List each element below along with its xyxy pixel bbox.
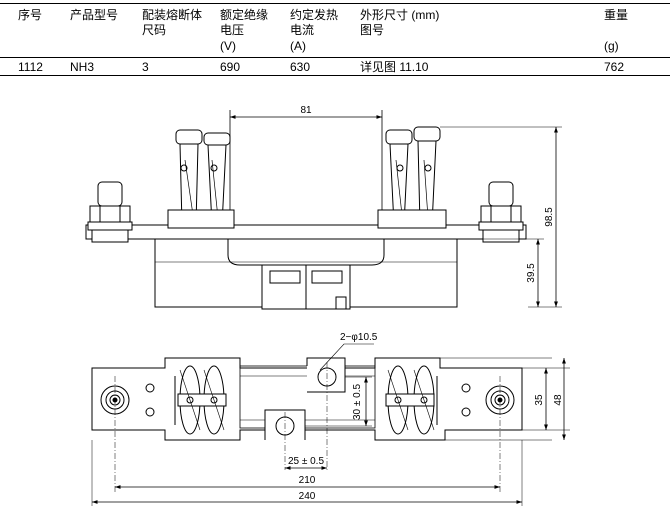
dim-len-210: 210: [299, 475, 316, 486]
left-terminal-bolt: [87, 181, 133, 243]
dim-height-base: 39.5: [526, 263, 537, 283]
header-body-size-2: 尺码: [142, 23, 167, 37]
dim-hole: 2−φ10.5: [340, 332, 378, 343]
table-header-rule: [0, 57, 670, 58]
plan-dimensions: [91, 343, 570, 506]
cell-model: NH3: [70, 60, 95, 74]
front-view: [85, 110, 527, 310]
fuse-base-drawing: 81 98.5 39.5: [85, 105, 570, 506]
left-contact: [167, 129, 235, 229]
dim-vert-30: 30 ± 0.5: [352, 384, 363, 421]
cell-body-size: 3: [142, 60, 149, 74]
header-no: 序号: [18, 8, 43, 22]
front-dimensions: [230, 115, 562, 308]
header-dims-1: 外形尺寸 (mm): [360, 8, 440, 22]
front-base-plate: [85, 224, 527, 240]
dim-height-total: 98.5: [544, 207, 555, 227]
dim-width-48: 48: [553, 394, 564, 406]
dim-top-width: 81: [300, 105, 312, 116]
plan-view: [91, 357, 523, 441]
cell-current: 630: [290, 60, 311, 74]
center-lines: [114, 362, 501, 492]
cell-voltage: 690: [220, 60, 241, 74]
header-current-1: 约定发热: [290, 8, 339, 22]
header-current-unit: (A): [290, 39, 306, 53]
dim-width-35: 35: [534, 394, 545, 406]
right-contact: [377, 126, 447, 229]
dim-horiz-25: 25 ± 0.5: [288, 456, 325, 467]
table-bottom-rule: [0, 75, 670, 76]
header-voltage-unit: (V): [220, 39, 236, 53]
header-model: 产品型号: [70, 8, 119, 22]
cell-weight: 762: [604, 60, 625, 74]
dim-len-240: 240: [299, 491, 316, 502]
table-top-rule: [0, 3, 670, 4]
left-contact-plan: [177, 365, 227, 435]
header-weight-unit: (g): [604, 39, 619, 53]
header-body-size-1: 配装熔断体: [142, 8, 203, 22]
cell-no: 1112: [18, 60, 43, 74]
header-voltage-1: 额定绝缘: [220, 8, 269, 22]
header-voltage-2: 电压: [220, 23, 245, 37]
header-dims-2: 图号: [360, 23, 385, 37]
header-current-2: 电流: [290, 23, 315, 37]
right-terminal-bolt: [478, 181, 524, 243]
spec-table: 序号 产品型号 配装熔断体 尺码 额定绝缘 电压 (V) 约定发热 电流 (A)…: [0, 0, 670, 78]
right-contact-plan: [385, 365, 435, 435]
cell-dims: 详见图 11.10: [360, 60, 429, 74]
small-holes: [145, 383, 471, 417]
header-weight-1: 重量: [604, 8, 629, 22]
